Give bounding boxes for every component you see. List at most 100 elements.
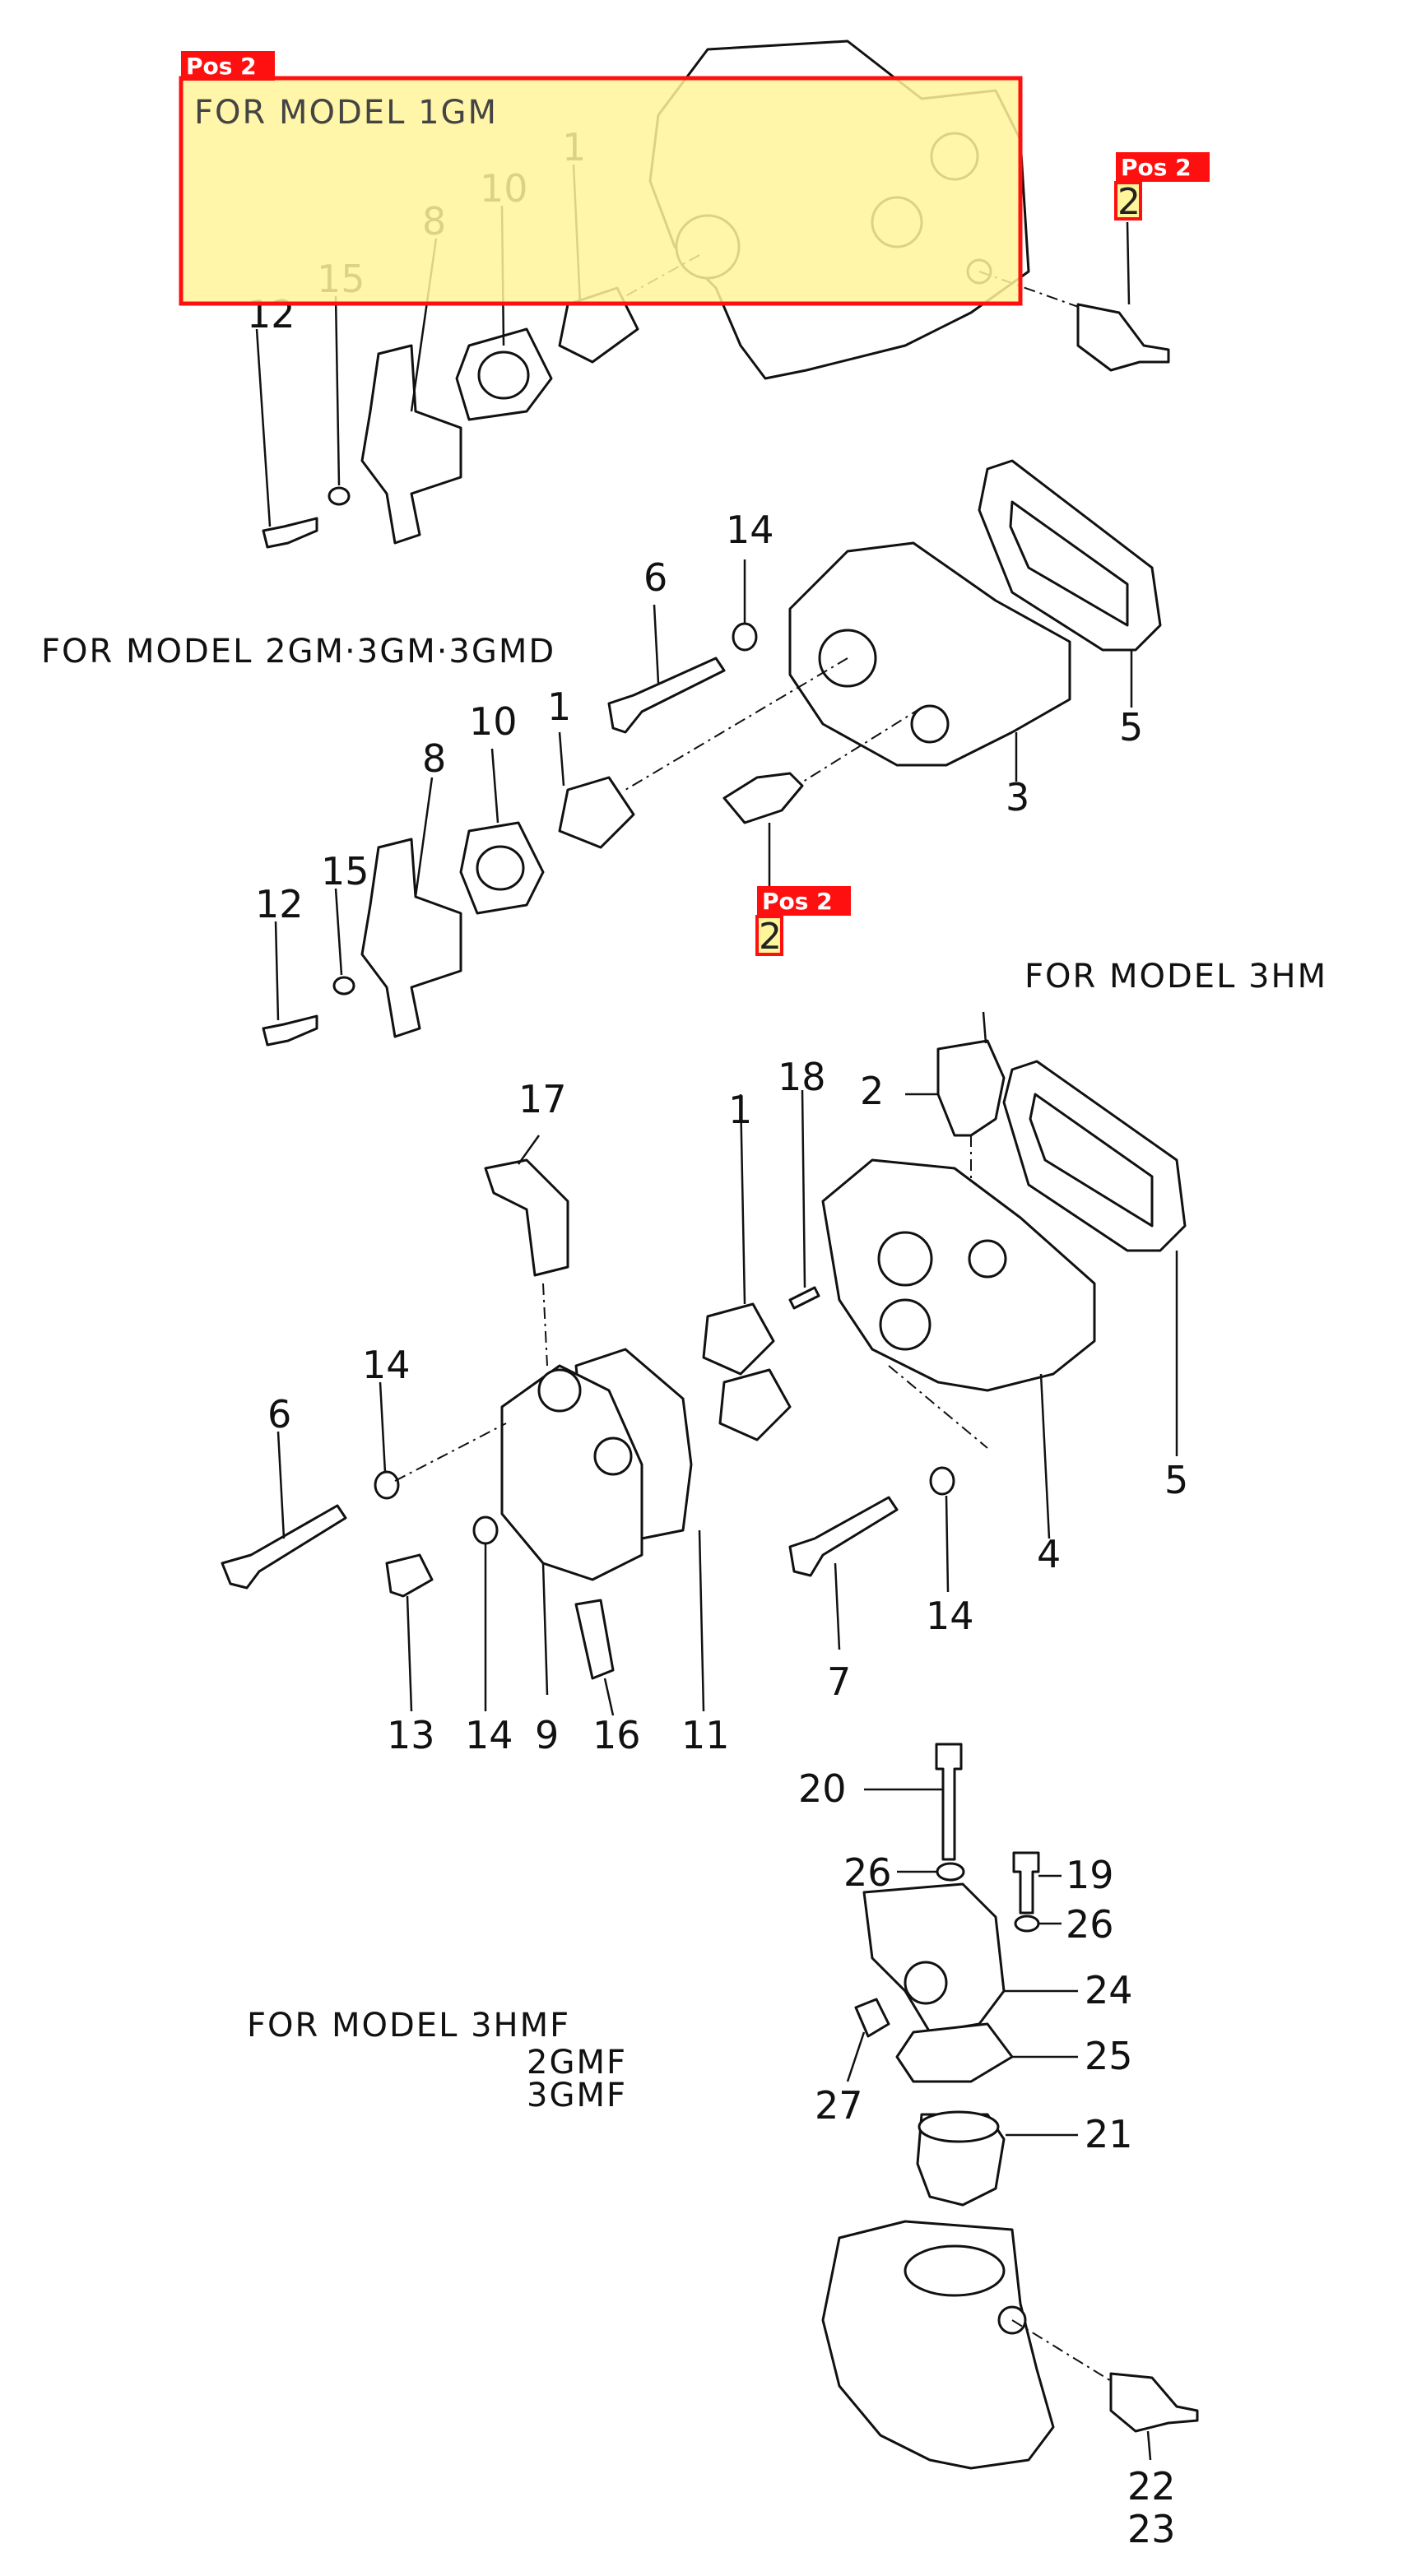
part-number-14: 14	[362, 1343, 411, 1387]
washer-2gm	[732, 622, 758, 652]
part-number-18: 18	[778, 1055, 826, 1099]
part-number-2-highlighted: 2	[759, 916, 782, 958]
leader-line	[558, 731, 565, 787]
leader-line	[1011, 2319, 1120, 2387]
washer-3hm-left	[374, 1470, 400, 1500]
part-number-17: 17	[518, 1077, 567, 1121]
thermostat-housing-2gm	[788, 541, 1071, 767]
model-label-1gm: FOR MODEL 1GM	[194, 94, 498, 132]
highlight-tag-label: Pos 2	[186, 53, 257, 80]
leader-line	[653, 604, 660, 684]
leader-line	[1146, 2430, 1152, 2461]
leader-line	[888, 1365, 988, 1449]
part-number-9: 9	[535, 1713, 559, 1757]
part-number-14: 14	[465, 1713, 513, 1757]
thermostat-3hm-a	[702, 1302, 775, 1376]
model-label-3hmf: FOR MODEL 3HMF	[247, 2007, 570, 2045]
leader-line	[255, 328, 272, 527]
gasket-25	[895, 2022, 1014, 2083]
part-number-7: 7	[827, 1659, 851, 1704]
washer-3hm-mid	[472, 1515, 499, 1545]
part-number-1: 1	[547, 685, 571, 729]
washer-1gm	[328, 486, 351, 506]
leader-line	[541, 1562, 549, 1696]
leader-line	[334, 295, 341, 486]
cover-3hm	[500, 1364, 643, 1581]
part-number-12: 12	[255, 882, 304, 926]
thermostat-housing-24	[862, 1882, 1006, 2034]
gasket-3hm-inner	[1029, 1093, 1154, 1228]
part-number-5: 5	[1164, 1458, 1188, 1502]
part-number-14: 14	[926, 1594, 974, 1638]
washer-2gm-b	[332, 976, 355, 996]
highlight-box	[179, 76, 1023, 306]
part-number-25: 25	[1085, 2034, 1133, 2078]
bolt-3hm-13	[385, 1553, 434, 1598]
leader-line	[801, 1089, 806, 1288]
part-number-6: 6	[643, 555, 667, 600]
temperature-sender-2gm	[722, 772, 804, 824]
gasket-2gm-inner	[1009, 500, 1129, 627]
highlight-number-box	[755, 915, 783, 956]
highlight-region-1gm[interactable]: Pos 2 FOR MODEL 1GM	[179, 51, 1023, 306]
highlight-tag-bg	[181, 51, 275, 81]
bolt-19	[1012, 1851, 1040, 1915]
part-number-26: 26	[843, 1850, 892, 1895]
housing-port-24	[904, 1961, 948, 2005]
leader-line	[603, 1678, 615, 1716]
part-number-21: 21	[1085, 2112, 1133, 2156]
highlight-number-box	[1114, 181, 1142, 220]
housing-port-3hm	[968, 1239, 1007, 1279]
engine-port-3hmf	[904, 2244, 1006, 2297]
part-number-15: 15	[321, 849, 369, 893]
part-number-1: 1	[728, 1088, 752, 1132]
temperature-sender-1gm	[1076, 303, 1170, 372]
leader-line	[698, 1529, 705, 1712]
part-number-27: 27	[815, 2083, 863, 2128]
part-number-19: 19	[1066, 1853, 1114, 1897]
leader-line	[517, 1135, 541, 1165]
part-number-5: 5	[1119, 705, 1143, 750]
housing-port-2gm	[910, 704, 950, 744]
part-number-14: 14	[726, 508, 774, 552]
part-number-2-highlighted: 2	[1117, 181, 1141, 223]
part-number-8: 8	[422, 736, 446, 781]
gasket-hole-2gm	[476, 845, 525, 891]
leader-line	[846, 2031, 866, 2082]
leader-line	[379, 1381, 387, 1474]
leader-line	[982, 1011, 987, 1044]
leader-line	[406, 1595, 413, 1712]
bolt-3hm-left	[221, 1504, 347, 1590]
bolt-1gm	[262, 517, 318, 549]
leader-line	[276, 1431, 286, 1539]
temperature-sender-3hm	[936, 1039, 1006, 1137]
bolt-3hm-right	[788, 1496, 899, 1577]
gasket-hole-1gm	[477, 350, 530, 400]
highlight-marker-top[interactable]: Pos 2 2	[1114, 152, 1210, 223]
elbow-1gm	[360, 344, 462, 545]
part-number-6: 6	[267, 1392, 291, 1437]
part-number-10: 10	[469, 699, 518, 744]
leader-line	[789, 707, 922, 791]
part-number-11: 11	[681, 1713, 730, 1757]
part-number-20: 20	[798, 1766, 847, 1811]
washer-26-top	[936, 1862, 965, 1882]
leader-line	[978, 271, 1095, 313]
thermostat-3hm-b	[718, 1368, 792, 1441]
plug-3hm	[574, 1599, 615, 1680]
model-label-2gm-3gm-3gmd: FOR MODEL 2GM·3GM·3GMD	[41, 633, 555, 671]
leader-line	[834, 1562, 841, 1650]
leader-line	[625, 657, 848, 791]
bolt-20	[935, 1743, 963, 1861]
section-3hm: FOR MODEL 3HM	[221, 958, 1326, 1757]
highlight-marker-middle[interactable]: Pos 2 2	[755, 886, 851, 958]
leader-line	[414, 777, 434, 898]
pin-3hm	[788, 1286, 820, 1310]
highlight-tag-label: Pos 2	[762, 888, 833, 915]
thermostat-21-flange	[918, 2110, 1000, 2143]
bolt-2gm-b	[262, 1014, 318, 1047]
housing-port-3hm	[879, 1298, 932, 1351]
part-number-3: 3	[1006, 775, 1029, 819]
model-label-3gmf: 3GMF	[527, 2077, 627, 2114]
